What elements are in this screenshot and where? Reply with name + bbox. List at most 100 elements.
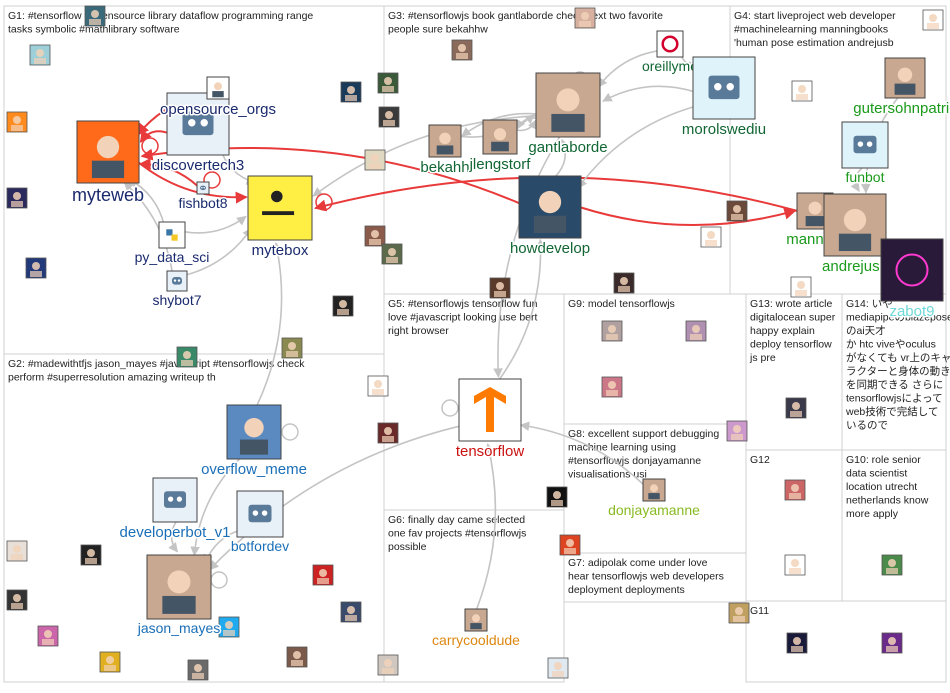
- node-andrejusb[interactable]: andrejusb: [821, 193, 889, 277]
- edge-tensorflow-jason_mayes: [208, 424, 464, 571]
- avatar-thumbnail[interactable]: [785, 397, 807, 419]
- avatar-thumbnail[interactable]: [601, 376, 623, 398]
- group-label-g11: G11: [750, 605, 769, 617]
- group-label-g10: data scientist: [846, 468, 907, 480]
- node-shybot7[interactable]: shybot7: [151, 270, 203, 310]
- node-bekahh[interactable]: bekahh: [419, 124, 471, 178]
- avatar-thumbnail[interactable]: [790, 276, 812, 298]
- edge-howdevelop-gantlaborde: [554, 138, 570, 178]
- avatar-thumbnail[interactable]: [312, 564, 334, 586]
- avatar-thumbnail[interactable]: [29, 44, 51, 66]
- avatar-thumbnail[interactable]: [546, 486, 568, 508]
- avatar-thumbnail[interactable]: [726, 200, 748, 222]
- avatar-thumbnail[interactable]: [784, 554, 806, 576]
- node-label: gutersohnpatric: [853, 100, 950, 117]
- node-discovertech3[interactable]: discovertech3: [150, 92, 246, 176]
- avatar-thumbnail[interactable]: [367, 375, 389, 397]
- node-opensource_orgs[interactable]: opensource_orgs: [159, 76, 277, 120]
- node-label: zabot9: [889, 303, 934, 320]
- avatar-thumbnail[interactable]: [340, 601, 362, 623]
- group-label-g13: happy explain: [750, 325, 815, 337]
- avatar-thumbnail[interactable]: [685, 320, 707, 342]
- avatar-thumbnail[interactable]: [6, 111, 28, 133]
- avatar-thumbnail[interactable]: [726, 420, 748, 442]
- node-overflow_meme[interactable]: overflow_meme: [200, 404, 308, 480]
- node-zabot9[interactable]: zabot9: [880, 238, 944, 322]
- node-howdevelop[interactable]: howdevelop: [508, 175, 592, 259]
- avatar-thumbnail[interactable]: [286, 646, 308, 668]
- avatar-thumbnail[interactable]: [728, 602, 750, 624]
- node-label: myteweb: [72, 185, 144, 205]
- avatar-thumbnail[interactable]: [187, 659, 209, 681]
- group-label-g5: love #javascript looking use bert: [388, 312, 537, 324]
- avatar-thumbnail[interactable]: [377, 422, 399, 444]
- node-fishbot8[interactable]: fishbot8: [177, 181, 229, 213]
- node-funbot[interactable]: funbot: [841, 121, 889, 187]
- node-py_data_sci[interactable]: py_data_sci: [133, 221, 211, 267]
- avatar-thumbnail[interactable]: [601, 320, 623, 342]
- avatar-thumbnail[interactable]: [84, 5, 106, 27]
- avatar-thumbnail[interactable]: [377, 72, 399, 94]
- node-label: shybot7: [152, 292, 201, 308]
- avatar-thumbnail[interactable]: [922, 9, 944, 31]
- node-gutersohnpatric[interactable]: gutersohnpatric: [852, 57, 950, 119]
- avatar-thumbnail[interactable]: [281, 337, 303, 359]
- node-botfordev[interactable]: botfordev: [229, 490, 291, 556]
- node-carrycooldude[interactable]: carrycooldude: [431, 608, 522, 650]
- avatar-thumbnail[interactable]: [37, 625, 59, 647]
- avatar-thumbnail[interactable]: [364, 149, 386, 171]
- self-loop: [210, 571, 228, 589]
- node-mytebox[interactable]: mytebox: [247, 175, 313, 261]
- avatar-thumbnail[interactable]: [547, 657, 569, 679]
- edge-gantlaborde-tensorflow: [493, 135, 561, 378]
- group-label-g14: いるので: [846, 420, 888, 432]
- node-label: andrejusb: [822, 258, 888, 275]
- avatar-thumbnail[interactable]: [218, 616, 240, 638]
- edge-oreillyme-gantlaborde: [597, 49, 659, 88]
- group-label-g14: か htc viveやoculus: [846, 339, 936, 351]
- avatar-thumbnail[interactable]: [6, 540, 28, 562]
- group-label-g4: #machinelearning manningbooks: [734, 24, 888, 36]
- avatar-thumbnail[interactable]: [6, 589, 28, 611]
- avatar-thumbnail[interactable]: [6, 187, 28, 209]
- avatar-thumbnail[interactable]: [378, 106, 400, 128]
- node-jlengstorf[interactable]: jlengstorf: [467, 119, 533, 175]
- avatar-thumbnail[interactable]: [700, 226, 722, 248]
- avatar-thumbnail[interactable]: [25, 257, 47, 279]
- node-tensorflow[interactable]: tensorflow: [454, 378, 526, 462]
- group-box-g11: [745, 600, 947, 683]
- avatar-thumbnail[interactable]: [80, 544, 102, 566]
- avatar-thumbnail[interactable]: [574, 7, 596, 29]
- node-jason_mayes[interactable]: jason_mayes: [135, 554, 222, 638]
- group-label-g13: deploy tensorflow: [750, 339, 832, 351]
- avatar-thumbnail[interactable]: [340, 81, 362, 103]
- node-myteweb[interactable]: myteweb: [70, 120, 146, 207]
- avatar-thumbnail[interactable]: [791, 80, 813, 102]
- self-loop: [441, 399, 459, 417]
- edge-tensorflow-howdevelop: [498, 238, 546, 381]
- avatar-thumbnail[interactable]: [784, 479, 806, 501]
- node-label: developerbot_v1: [120, 524, 231, 541]
- node-label: opensource_orgs: [160, 101, 276, 118]
- avatar-thumbnail[interactable]: [377, 654, 399, 676]
- avatar-thumbnail[interactable]: [559, 534, 581, 556]
- avatar-thumbnail[interactable]: [332, 295, 354, 317]
- group-label-g13: digitalocean super: [750, 312, 836, 324]
- avatar-thumbnail[interactable]: [451, 39, 473, 61]
- avatar-thumbnail[interactable]: [881, 632, 903, 654]
- node-developerbot_v1[interactable]: developerbot_v1: [118, 477, 232, 543]
- node-label: gantlaborde: [528, 139, 607, 156]
- avatar-thumbnail[interactable]: [881, 554, 903, 576]
- avatar-thumbnail[interactable]: [613, 272, 635, 294]
- node-donjayamanne[interactable]: donjayamanne: [607, 478, 702, 520]
- node-gantlaborde[interactable]: gantlaborde: [527, 72, 609, 158]
- avatar-thumbnail[interactable]: [99, 651, 121, 673]
- avatar-thumbnail[interactable]: [786, 632, 808, 654]
- avatar-thumbnail[interactable]: [364, 225, 386, 247]
- group-label-g10: location utrecht: [846, 481, 917, 493]
- avatar-thumbnail[interactable]: [381, 243, 403, 265]
- node-morolswediu[interactable]: morolswediu: [680, 56, 768, 140]
- avatar-thumbnail[interactable]: [176, 346, 198, 368]
- avatar-thumbnail[interactable]: [489, 277, 511, 299]
- node-oreillyme[interactable]: oreillyme: [640, 30, 700, 76]
